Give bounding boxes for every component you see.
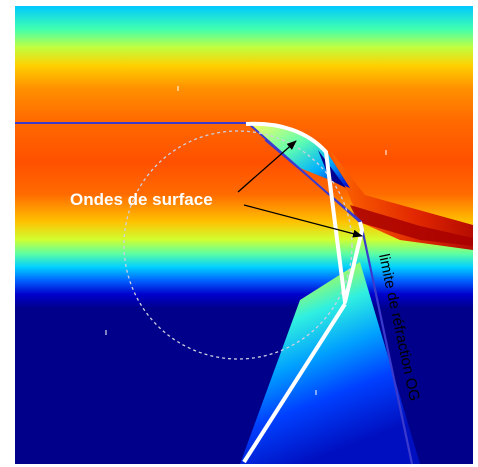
- dashed-circle: [123, 130, 353, 360]
- arrow-to-cap: [237, 140, 297, 193]
- refraction-limit-line: [360, 227, 414, 465]
- obstacle-outline: [245, 121, 364, 304]
- refracted-tail-core: [350, 205, 473, 246]
- refracted-wedge-region: [240, 262, 420, 464]
- refracted-tail-region: [330, 150, 473, 250]
- obstacle-lower-edge: [242, 302, 347, 464]
- surface-waves-label: Ondes de surface: [70, 190, 213, 209]
- obstacle-cap-region: [248, 123, 350, 188]
- arrow-to-notch: [243, 204, 363, 238]
